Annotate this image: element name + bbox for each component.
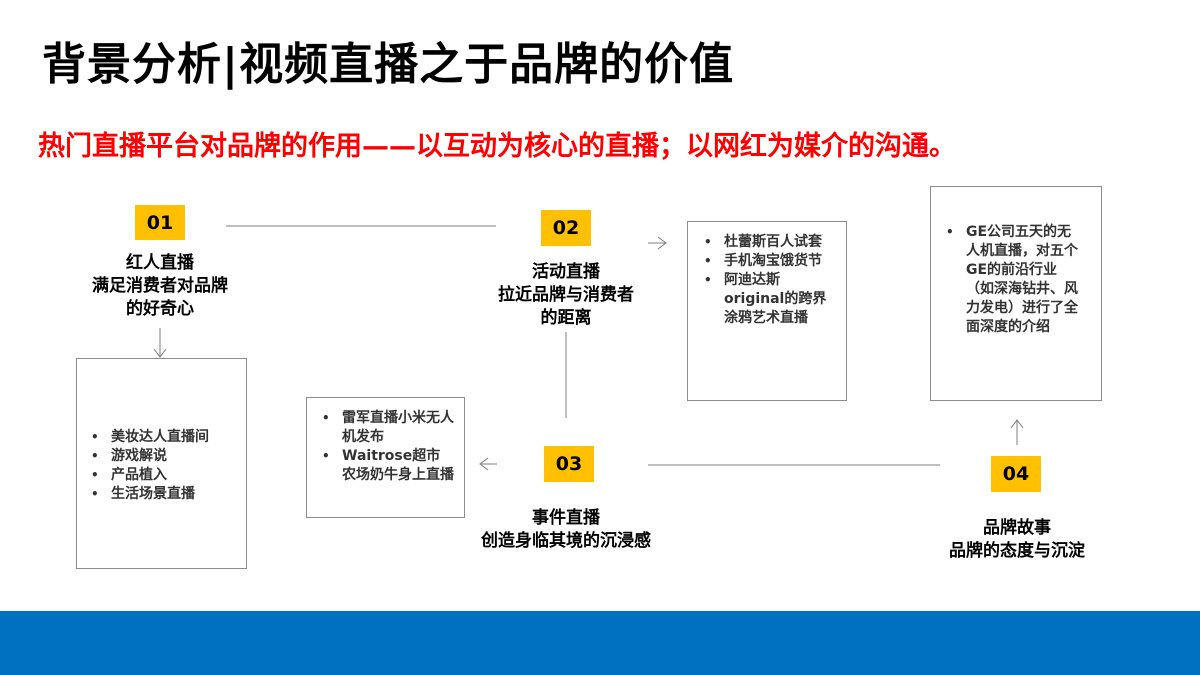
step-04-examples-box: GE公司五天的无人机直播，对五个GE的前沿行业（如深海钻井、风力发电）进行了全面…: [930, 186, 1102, 401]
step-04-label: 品牌故事 品牌的态度与沉淀: [917, 517, 1117, 563]
step-01-badge: 01: [135, 205, 185, 240]
list-item: 产品植入: [91, 466, 241, 485]
step-03-badge: 03: [544, 446, 594, 482]
list-item: GE公司五天的无人机直播，对五个GE的前沿行业（如深海钻井、风力发电）进行了全面…: [946, 223, 1084, 337]
arrow-left-icon: [479, 457, 489, 471]
step-02-badge: 02: [541, 210, 591, 246]
footer-bar: [0, 611, 1200, 675]
step-01-label-line: 的好奇心: [126, 299, 194, 319]
step-01-examples-box: 美妆达人直播间 游戏解说 产品植入 生活场景直播: [76, 358, 247, 569]
step-02-label-line: 活动直播: [532, 262, 600, 282]
arrow-up-icon: [1010, 419, 1024, 429]
list-item: 雷军直播小米无人机发布: [322, 409, 454, 447]
slide-subtitle: 热门直播平台对品牌的作用——以互动为核心的直播；以网红为媒介的沟通。: [38, 131, 956, 162]
step-02-label: 活动直播 拉近品牌与消费者 的距离: [466, 261, 666, 330]
step-04-label-line: 品牌的态度与沉淀: [949, 541, 1085, 561]
step-02-label-line: 拉近品牌与消费者: [498, 285, 634, 305]
step-03-label-line: 创造身临其境的沉浸感: [481, 531, 651, 551]
step-03-examples-box: 雷军直播小米无人机发布 Waitrose超市农场奶牛身上直播: [306, 397, 465, 518]
step-01-label-line: 红人直播: [126, 253, 194, 273]
step-01-label: 红人直播 满足消费者对品牌 的好奇心: [60, 252, 260, 321]
arrow-right-icon: [657, 236, 667, 250]
list-item: Waitrose超市农场奶牛身上直播: [322, 447, 454, 485]
list-item: 美妆达人直播间: [91, 428, 241, 447]
slide-title: 背景分析|视频直播之于品牌的价值: [42, 39, 735, 90]
step-02-examples-box: 杜蕾斯百人试套 手机淘宝饿货节 阿迪达斯original的跨界涂鸦艺术直播: [687, 221, 847, 401]
list-item: 生活场景直播: [91, 485, 241, 504]
step-02-label-line: 的距离: [540, 308, 592, 328]
arrow-down-icon: [153, 348, 167, 358]
list-item: 杜蕾斯百人试套: [704, 233, 828, 252]
list-item: 游戏解说: [91, 447, 241, 466]
list-item: 阿迪达斯original的跨界涂鸦艺术直播: [704, 271, 828, 328]
step-04-label-line: 品牌故事: [983, 518, 1051, 538]
step-03-label-line: 事件直播: [532, 508, 600, 528]
step-03-label: 事件直播 创造身临其境的沉浸感: [456, 507, 676, 553]
list-item: 手机淘宝饿货节: [704, 252, 828, 271]
step-04-badge: 04: [991, 456, 1041, 492]
step-01-label-line: 满足消费者对品牌: [92, 276, 228, 296]
